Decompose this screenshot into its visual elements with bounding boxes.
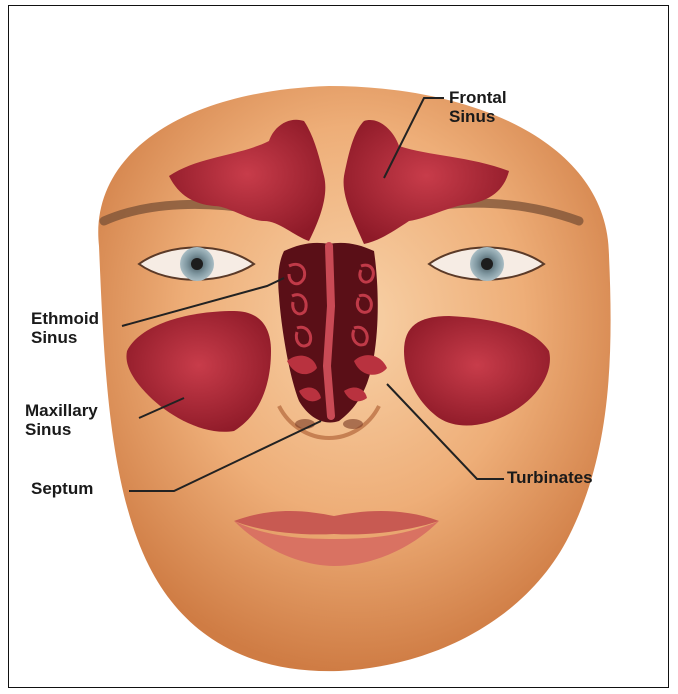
- label-septum: Septum: [31, 479, 93, 498]
- diagram-frame: Frontal Sinus Ethmoid Sinus Maxillary Si…: [8, 5, 669, 688]
- label-maxillary-sinus: Maxillary Sinus: [25, 401, 98, 439]
- label-ethmoid-sinus: Ethmoid Sinus: [31, 309, 99, 347]
- label-frontal-sinus: Frontal Sinus: [449, 88, 507, 126]
- label-turbinates: Turbinates: [507, 468, 593, 487]
- sinus-illustration: [9, 6, 669, 688]
- right-nostril: [343, 419, 363, 429]
- septum-wall: [327, 246, 331, 416]
- left-nostril: [295, 419, 315, 429]
